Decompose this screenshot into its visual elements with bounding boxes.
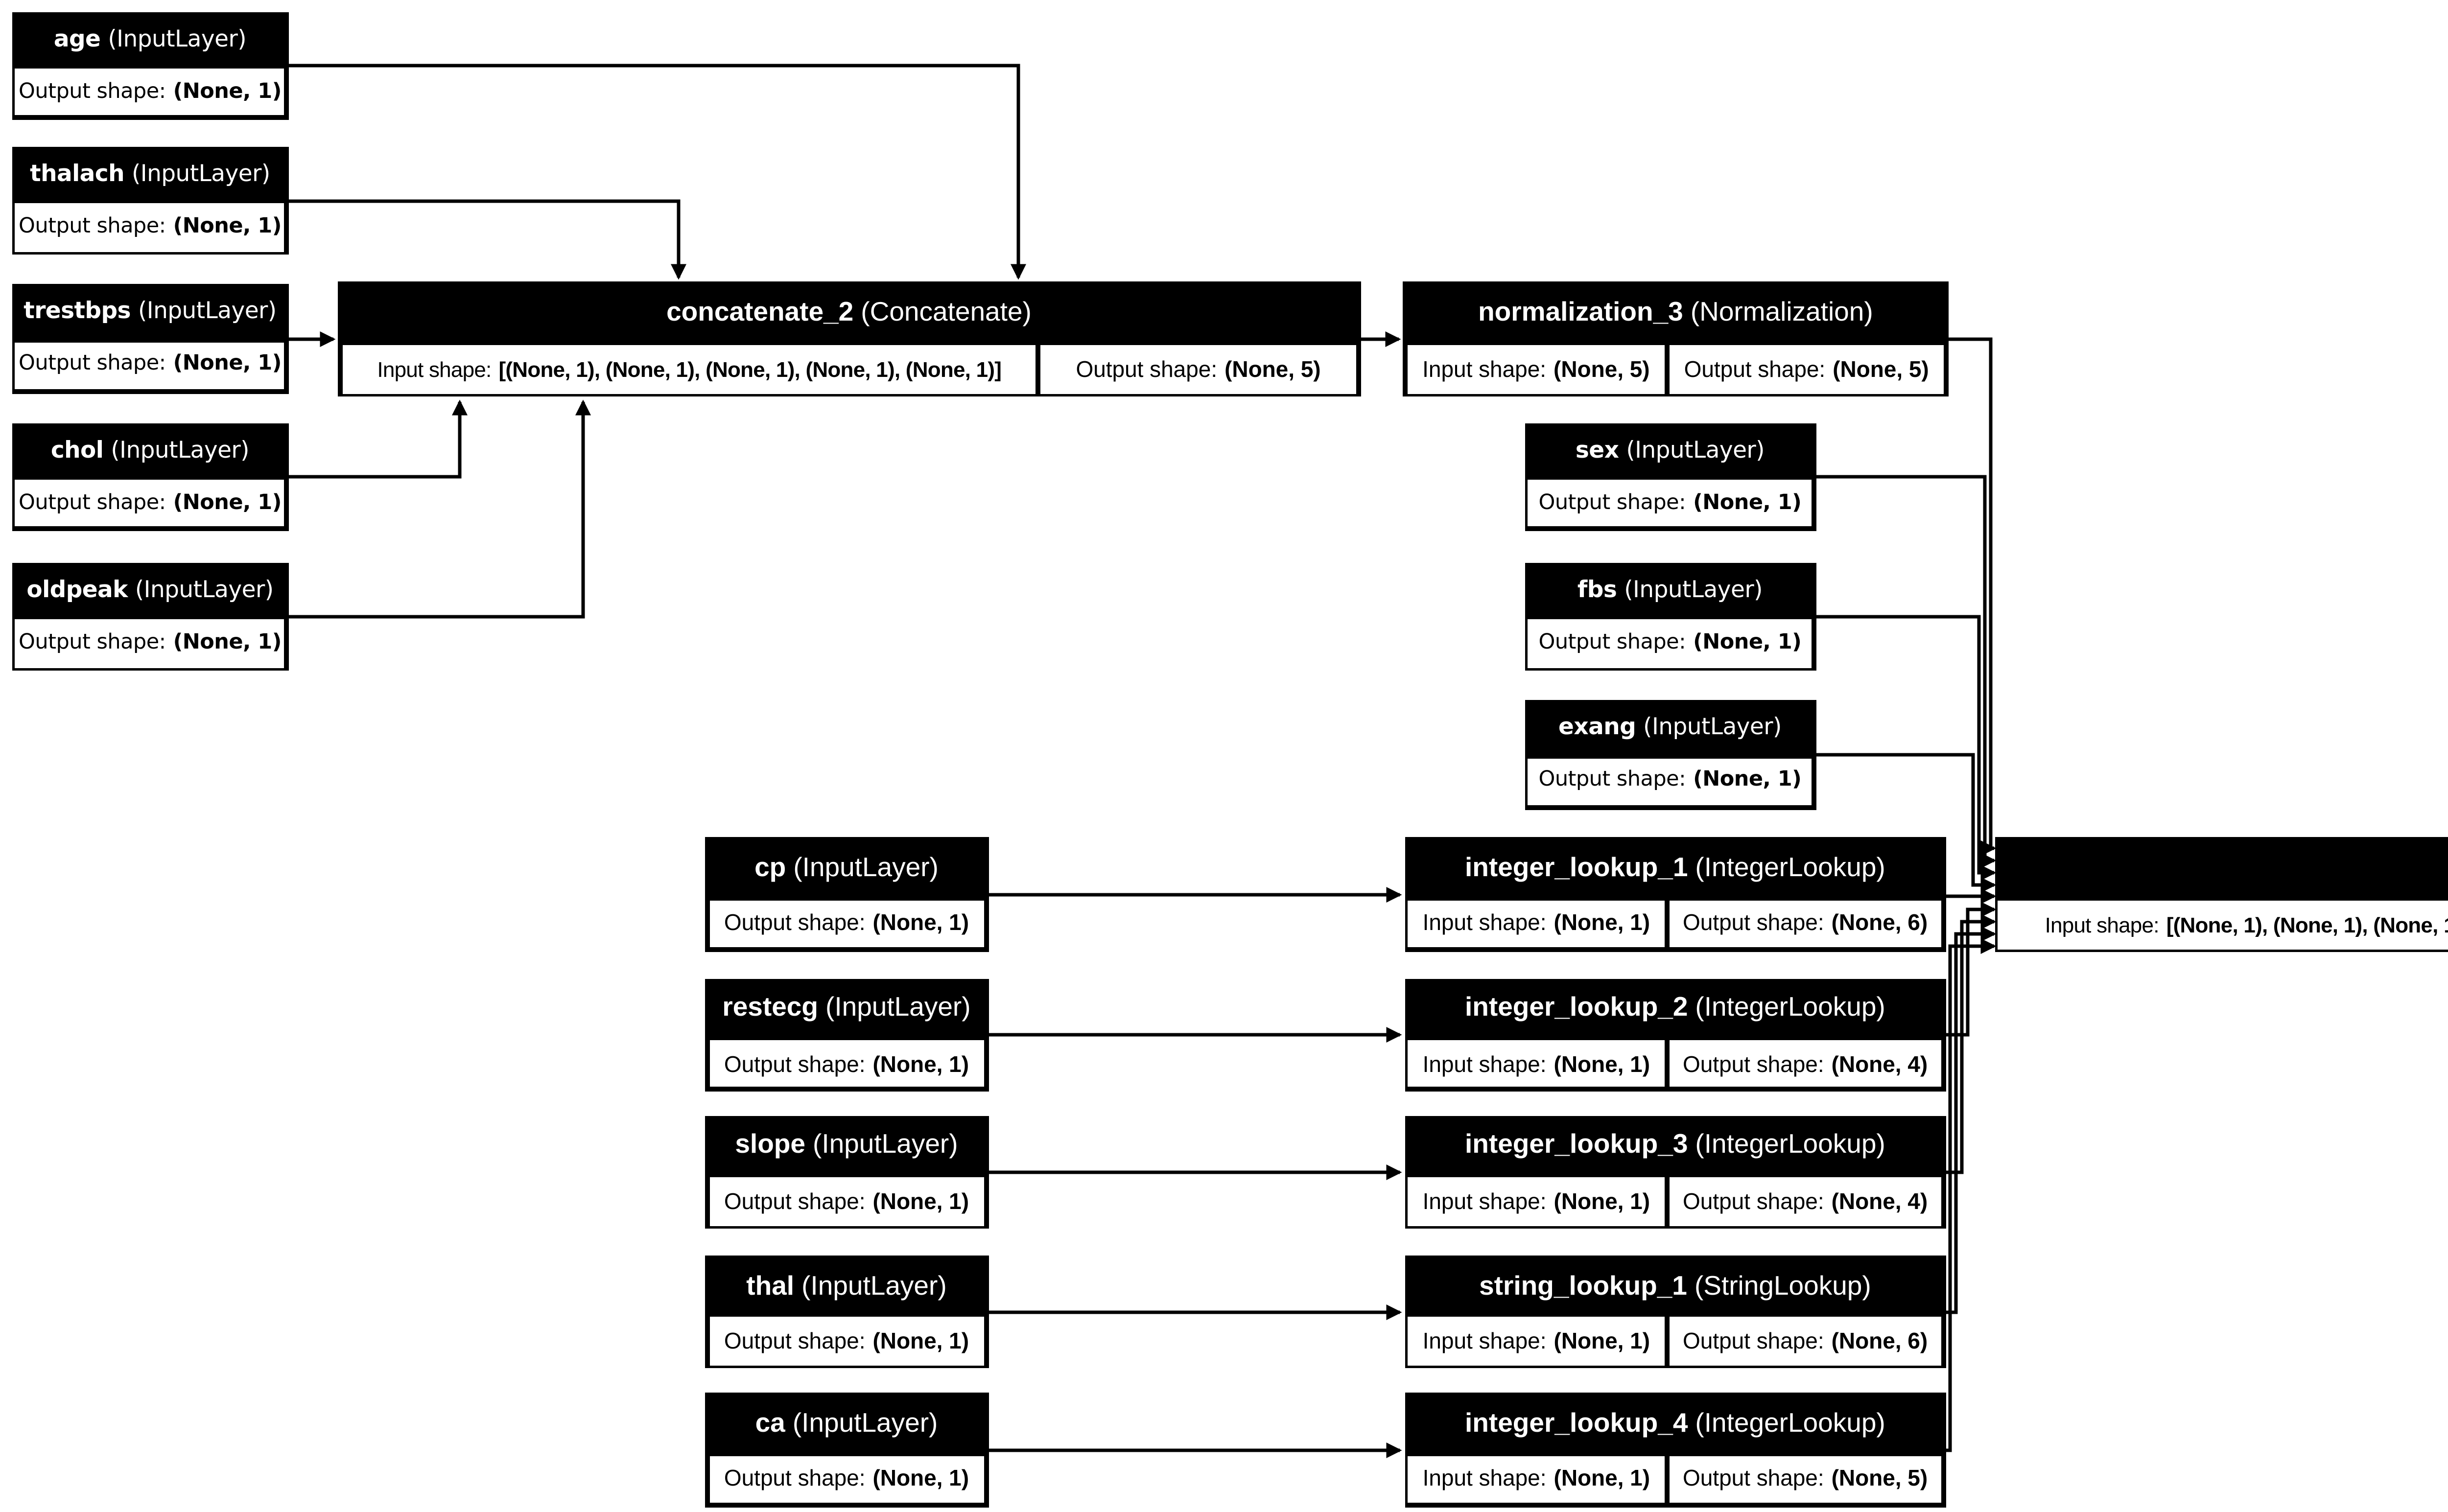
- node-normalization_3-title: normalization_3(Normalization): [1478, 299, 1873, 329]
- node-integer_lookup_3-input-shape: Input shape:(None, 1): [1408, 1177, 1665, 1225]
- node-integer_lookup_1-title: integer_lookup_1(IntegerLookup): [1465, 854, 1885, 884]
- node-cp-title: cp(InputLayer): [754, 854, 939, 884]
- node-integer_lookup_1-input-shape: Input shape:(None, 1): [1408, 900, 1665, 948]
- node-fbs: fbs(InputLayer) Output shape:(None, 1): [1524, 562, 1816, 671]
- edge-integer_lookup_2-to-concatenate_3: [1946, 901, 1997, 1037]
- node-integer_lookup_2-title: integer_lookup_2(IntegerLookup): [1465, 994, 1885, 1024]
- node-oldpeak: oldpeak(InputLayer) Output shape:(None, …: [11, 562, 289, 671]
- node-trestbps-title: trestbps(InputLayer): [24, 299, 277, 326]
- node-normalization_3-output-shape: Output shape:(None, 5): [1669, 346, 1944, 394]
- node-sex-title: sex(InputLayer): [1575, 437, 1765, 465]
- node-age-output-shape: Output shape:(None, 1): [15, 68, 285, 116]
- node-trestbps-output-shape: Output shape:(None, 1): [15, 341, 285, 389]
- node-restecg-title: restecg(InputLayer): [722, 994, 971, 1024]
- edge-chol-to-concatenate_2: [289, 399, 468, 479]
- node-integer_lookup_4: integer_lookup_4(IntegerLookup) Input sh…: [1404, 1393, 1946, 1507]
- node-integer_lookup_4-title: integer_lookup_4(IntegerLookup): [1465, 1410, 1885, 1440]
- node-sex: sex(InputLayer) Output shape:(None, 1): [1524, 422, 1816, 531]
- node-concatenate_3-title: concatenate_3(Concatenate): [1994, 836, 2448, 901]
- node-exang: exang(InputLayer) Output shape:(None, 1): [1524, 700, 1816, 809]
- edge-string_lookup_1-to-concatenate_3: [1946, 926, 1997, 1314]
- node-oldpeak-output-shape: Output shape:(None, 1): [15, 619, 285, 667]
- edge-oldpeak-to-concatenate_2: [289, 399, 591, 619]
- node-integer_lookup_2-input-shape: Input shape:(None, 1): [1408, 1040, 1665, 1088]
- node-thal-output-shape: Output shape:(None, 1): [709, 1317, 984, 1365]
- node-concatenate_2-output-shape: Output shape:(None, 5): [1040, 346, 1356, 394]
- node-integer_lookup_1: integer_lookup_1(IntegerLookup) Input sh…: [1404, 837, 1946, 952]
- node-exang-output-shape: Output shape:(None, 1): [1528, 757, 1812, 805]
- node-ca-output-shape: Output shape:(None, 1): [709, 1455, 984, 1503]
- node-fbs-output-shape: Output shape:(None, 1): [1528, 619, 1812, 667]
- node-cp: cp(InputLayer) Output shape:(None, 1): [705, 837, 988, 952]
- node-restecg: restecg(InputLayer) Output shape:(None, …: [705, 977, 988, 1092]
- node-age: age(InputLayer) Output shape:(None, 1): [11, 11, 289, 120]
- node-ca: ca(InputLayer) Output shape:(None, 1): [705, 1393, 988, 1507]
- node-concatenate_3-input-shape: Input shape:[(None, 1), (None, 1), (None…: [1998, 901, 2448, 949]
- node-integer_lookup_2-output-shape: Output shape:(None, 4): [1668, 1040, 1942, 1088]
- node-thalach: thalach(InputLayer) Output shape:(None, …: [11, 147, 289, 256]
- node-age-title: age(InputLayer): [53, 26, 247, 53]
- node-integer_lookup_1-output-shape: Output shape:(None, 6): [1668, 900, 1942, 948]
- node-integer_lookup_2: integer_lookup_2(IntegerLookup) Input sh…: [1404, 977, 1946, 1092]
- node-thal-title: thal(InputLayer): [746, 1272, 947, 1302]
- node-integer_lookup_4-output-shape: Output shape:(None, 5): [1668, 1455, 1942, 1503]
- edge-sex-to-concatenate_3: [1816, 475, 1997, 869]
- node-integer_lookup_4-input-shape: Input shape:(None, 1): [1408, 1455, 1665, 1503]
- node-exang-title: exang(InputLayer): [1558, 715, 1782, 743]
- edge-age-to-concatenate_2: [289, 64, 1027, 280]
- node-thal: thal(InputLayer) Output shape:(None, 1): [705, 1256, 988, 1369]
- node-concatenate_2: concatenate_2(Concatenate) Input shape:[…: [338, 281, 1360, 397]
- edge-exang-to-concatenate_3: [1816, 753, 1997, 893]
- node-sex-output-shape: Output shape:(None, 1): [1528, 479, 1812, 527]
- node-restecg-output-shape: Output shape:(None, 1): [709, 1040, 984, 1088]
- node-chol: chol(InputLayer) Output shape:(None, 1): [11, 422, 289, 531]
- edge-thalach-to-concatenate_2: [289, 199, 687, 280]
- node-string_lookup_1-output-shape: Output shape:(None, 6): [1668, 1317, 1942, 1365]
- node-integer_lookup_3-title: integer_lookup_3(IntegerLookup): [1465, 1132, 1885, 1162]
- node-slope-output-shape: Output shape:(None, 1): [709, 1177, 984, 1225]
- node-cp-output-shape: Output shape:(None, 1): [709, 900, 984, 948]
- node-thalach-title: thalach(InputLayer): [30, 162, 270, 189]
- node-fbs-title: fbs(InputLayer): [1577, 577, 1763, 605]
- edge-normalization_3-to-concatenate_3: [1948, 337, 1997, 857]
- node-chol-title: chol(InputLayer): [50, 437, 250, 465]
- node-oldpeak-title: oldpeak(InputLayer): [26, 577, 274, 605]
- edge-integer_lookup_3-to-concatenate_3: [1946, 913, 1997, 1174]
- node-normalization_3-input-shape: Input shape:(None, 5): [1407, 346, 1665, 394]
- node-integer_lookup_3: integer_lookup_3(IntegerLookup) Input sh…: [1404, 1115, 1946, 1229]
- node-thalach-output-shape: Output shape:(None, 1): [15, 204, 285, 252]
- node-chol-output-shape: Output shape:(None, 1): [15, 479, 285, 527]
- node-string_lookup_1-title: string_lookup_1(StringLookup): [1479, 1272, 1871, 1302]
- node-slope: slope(InputLayer) Output shape:(None, 1): [705, 1115, 988, 1229]
- node-slope-title: slope(InputLayer): [735, 1132, 958, 1162]
- node-string_lookup_1: string_lookup_1(StringLookup) Input shap…: [1404, 1256, 1946, 1369]
- edge-integer_lookup_4-to-concatenate_3: [1946, 938, 1997, 1452]
- node-concatenate_3: concatenate_3(Concatenate) Input shape:[…: [1994, 836, 2448, 953]
- node-ca-title: ca(InputLayer): [755, 1410, 938, 1440]
- node-string_lookup_1-input-shape: Input shape:(None, 1): [1408, 1317, 1665, 1365]
- node-concatenate_2-input-shape: Input shape:[(None, 1), (None, 1), (None…: [342, 346, 1037, 394]
- node-normalization_3: normalization_3(Normalization) Input sha…: [1403, 281, 1948, 397]
- node-trestbps: trestbps(InputLayer) Output shape:(None,…: [11, 284, 289, 393]
- node-concatenate_2-title: concatenate_2(Concatenate): [666, 299, 1032, 329]
- node-integer_lookup_3-output-shape: Output shape:(None, 4): [1668, 1177, 1942, 1225]
- edge-fbs-to-concatenate_3: [1816, 615, 1997, 881]
